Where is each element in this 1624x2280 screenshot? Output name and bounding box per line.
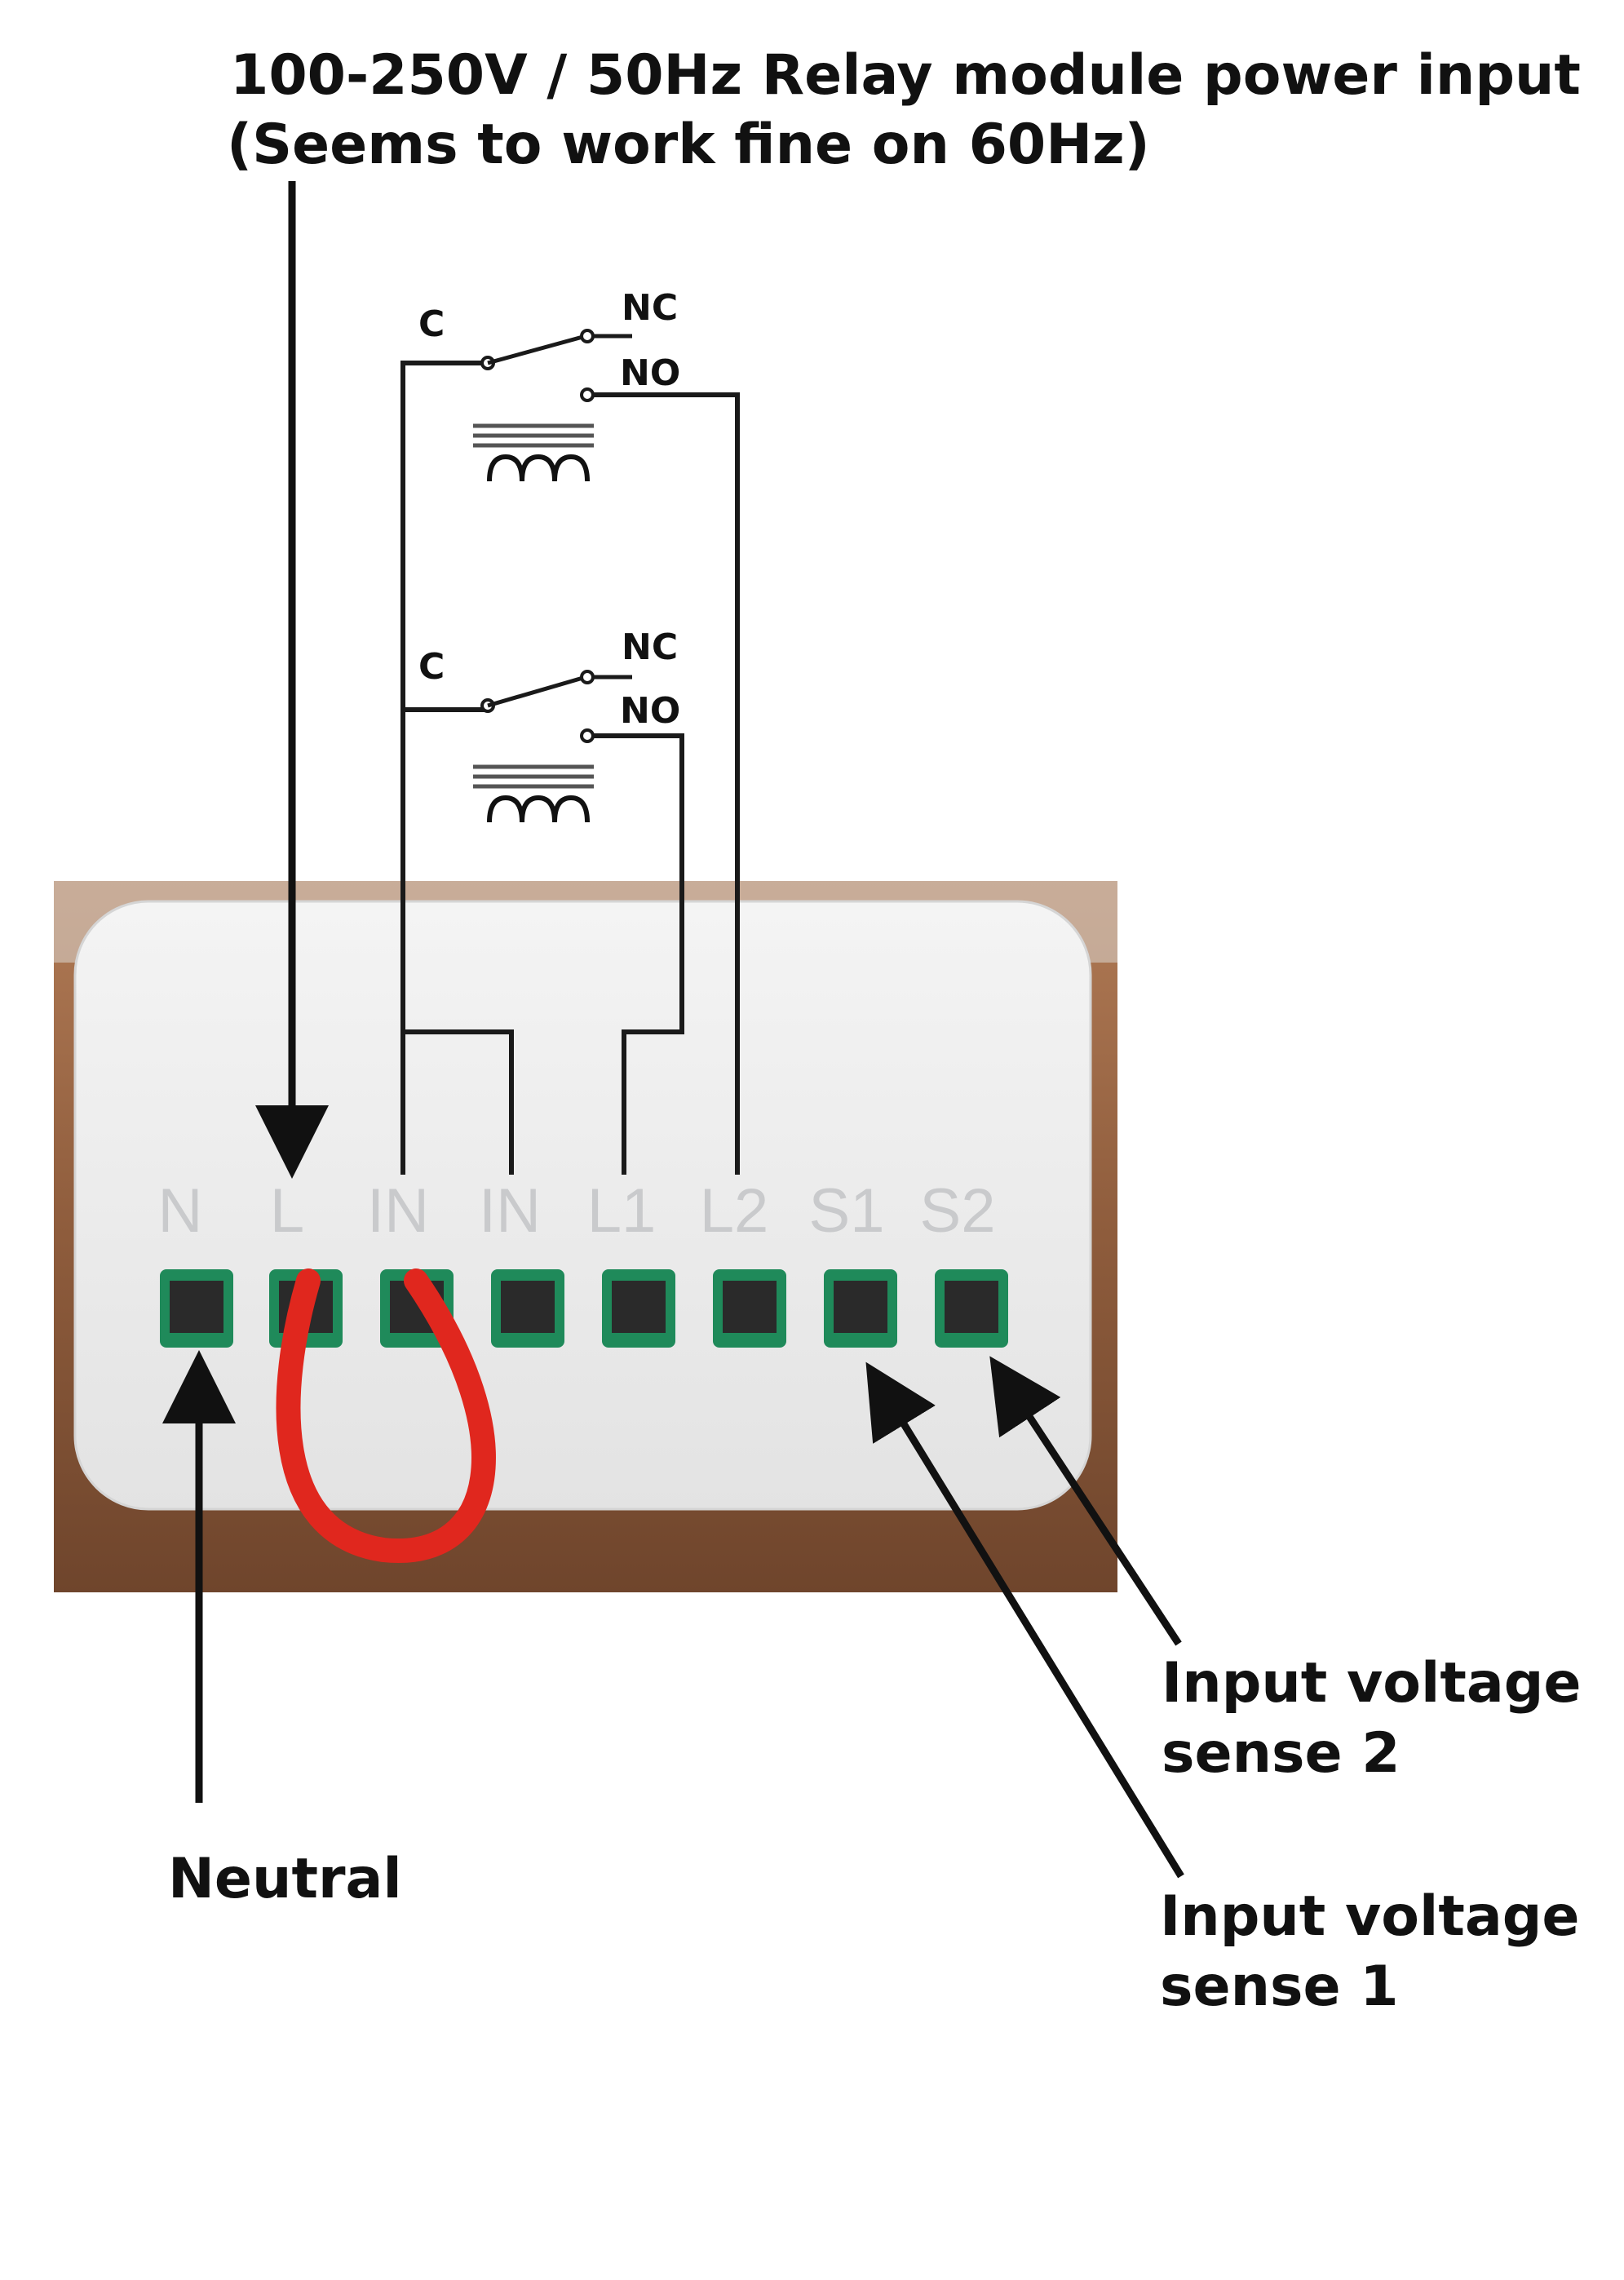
terminal-label-in-2: IN <box>479 1176 541 1246</box>
terminal-label-in-1: IN <box>367 1176 429 1246</box>
terminal-labels: N L IN IN L1 L2 S1 S2 <box>158 1176 996 1246</box>
relay-2-coil-icon <box>473 764 594 823</box>
sense-1-label-line-2: sense 1 <box>1160 1955 1399 2019</box>
title-line-1: 100-250V / 50Hz Relay module power input <box>230 43 1581 108</box>
terminal-label-n: N <box>158 1176 203 1246</box>
relay-2-no-label: NO <box>620 690 680 732</box>
title-line-2: (Seems to work fine on 60Hz) <box>227 113 1150 177</box>
sense-2-label-line-2: sense 2 <box>1162 1721 1401 1786</box>
terminal-socket-s1 <box>824 1269 897 1348</box>
relay-2-common-label: C <box>418 646 445 688</box>
relay-module-body <box>73 900 1092 1511</box>
terminal-socket-l1 <box>602 1269 675 1348</box>
relay-2: C NC NO <box>418 626 684 1175</box>
neutral-label: Neutral <box>168 1847 402 1911</box>
sense-1-label-line-1: Input voltage <box>1160 1884 1580 1949</box>
terminal-label-l: L <box>270 1176 304 1246</box>
relay-2-switch-arm <box>487 675 586 708</box>
terminal-label-l1: L1 <box>587 1176 657 1246</box>
relay-1: C NC NO <box>418 287 740 1175</box>
terminal-socket-n <box>160 1269 233 1348</box>
sense-1-arrow <box>865 1361 1184 1879</box>
terminal-socket-in-2 <box>491 1269 564 1348</box>
terminal-label-l2: L2 <box>700 1176 769 1246</box>
terminal-label-s1: S1 <box>809 1176 885 1246</box>
relay-1-coil-icon <box>473 423 594 482</box>
terminal-socket-l2 <box>713 1269 786 1348</box>
relay-1-no-label: NO <box>620 352 680 394</box>
relay-1-common-label: C <box>418 303 445 345</box>
common-wiring <box>400 361 514 1175</box>
red-jumper-wire <box>276 1268 496 1563</box>
relay-1-nc-label: NC <box>622 287 678 329</box>
sense-2-label-line-1: Input voltage <box>1162 1651 1582 1716</box>
terminal-label-s2: S2 <box>920 1176 996 1246</box>
relay-2-nc-label: NC <box>622 626 678 668</box>
relay-2-no-to-l1-wire <box>593 733 684 1175</box>
relay-1-switch-arm <box>487 334 586 365</box>
relay-1-no-to-l2-wire <box>593 392 740 1175</box>
sense-2-arrow <box>989 1356 1182 1646</box>
terminal-socket-s2 <box>935 1269 1008 1348</box>
